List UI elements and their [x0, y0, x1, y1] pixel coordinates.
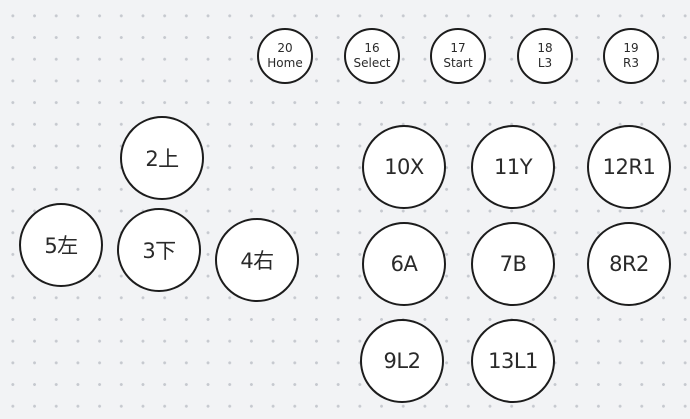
a-button[interactable]: 6A [362, 222, 446, 306]
select-button-number: 16 [364, 41, 380, 55]
dpad-right-label: 4右 [240, 249, 274, 273]
b-button-label: 7B [499, 252, 527, 276]
home-button-label: Home [267, 56, 303, 70]
start-button[interactable]: 17 Start [430, 28, 486, 84]
r2-button-label: 8R2 [609, 252, 649, 276]
y-button[interactable]: 11Y [471, 125, 555, 209]
l2-button-label: 9L2 [383, 349, 421, 373]
l1-button-label: 13L1 [488, 349, 538, 373]
select-button[interactable]: 16 Select [344, 28, 400, 84]
r3-button-number: 19 [623, 41, 639, 55]
start-button-number: 17 [450, 41, 466, 55]
b-button[interactable]: 7B [471, 222, 555, 306]
r3-button[interactable]: 19 R3 [603, 28, 659, 84]
dpad-up-label: 2上 [145, 147, 179, 171]
dpad-down-label: 3下 [142, 239, 176, 263]
x-button[interactable]: 10X [362, 125, 446, 209]
dpad-up-button[interactable]: 2上 [120, 116, 204, 200]
l3-button[interactable]: 18 L3 [517, 28, 573, 84]
select-button-label: Select [353, 56, 391, 70]
l2-button[interactable]: 9L2 [360, 319, 444, 403]
dpad-right-button[interactable]: 4右 [215, 218, 299, 302]
r1-button[interactable]: 12R1 [587, 125, 671, 209]
l1-button[interactable]: 13L1 [471, 319, 555, 403]
dpad-left-button[interactable]: 5左 [19, 203, 103, 287]
dpad-left-label: 5左 [44, 234, 78, 258]
r2-button[interactable]: 8R2 [587, 222, 671, 306]
x-button-label: 10X [384, 155, 424, 179]
dpad-down-button[interactable]: 3下 [117, 208, 201, 292]
l3-button-label: L3 [537, 56, 553, 70]
home-button[interactable]: 20 Home [257, 28, 313, 84]
l3-button-number: 18 [537, 41, 553, 55]
start-button-label: Start [443, 56, 473, 70]
y-button-label: 11Y [493, 155, 533, 179]
r3-button-label: R3 [623, 56, 639, 70]
home-button-number: 20 [277, 41, 293, 55]
r1-button-label: 12R1 [602, 155, 656, 179]
a-button-label: 6A [390, 252, 418, 276]
